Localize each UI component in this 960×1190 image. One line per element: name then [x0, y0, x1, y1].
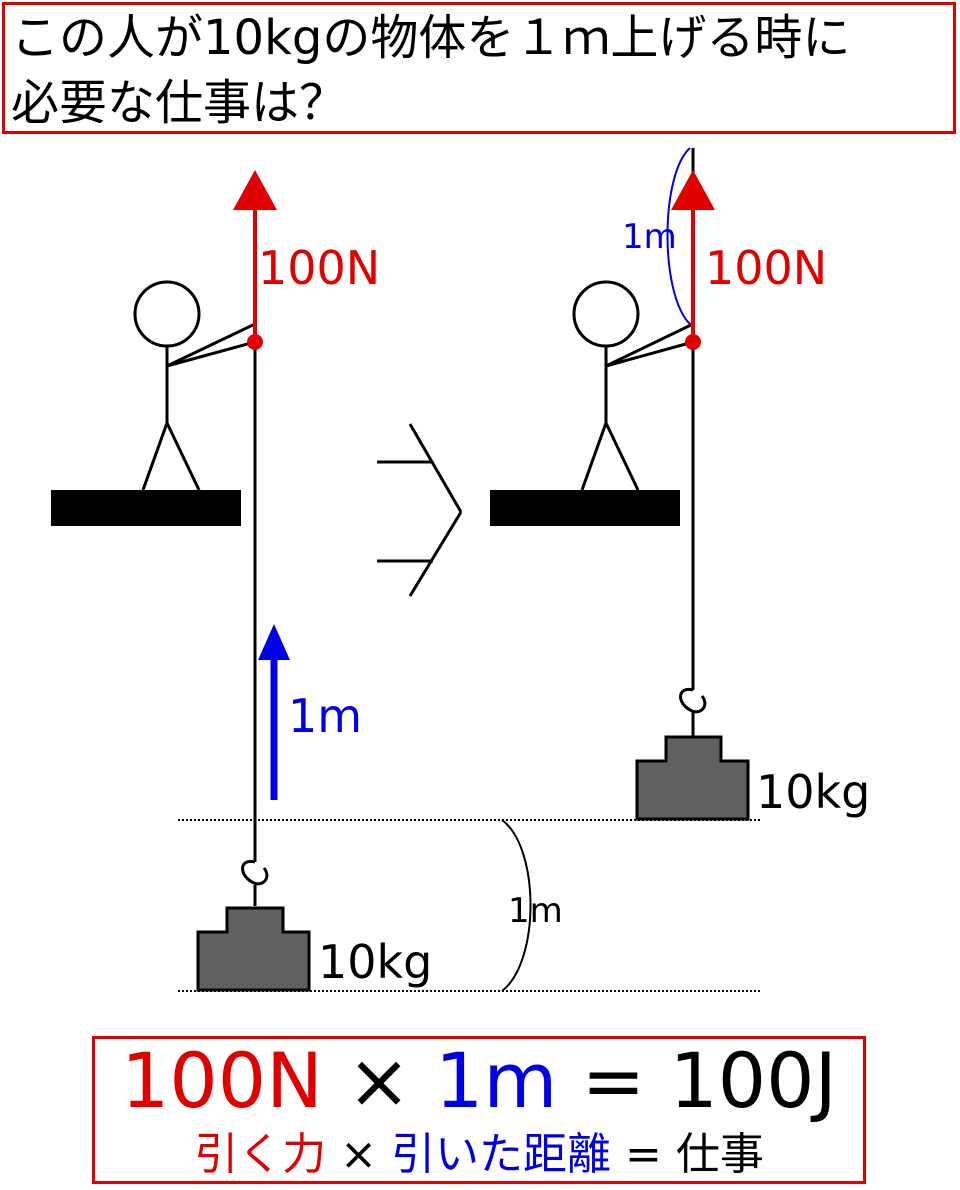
- formula-words: 引く力 × 引いた距離 = 仕事: [95, 1129, 863, 1181]
- height-brace: [501, 819, 532, 992]
- title-line-1: この人が10kgの物体を１ｍ上げる時に: [11, 10, 851, 66]
- formula-times: ×: [347, 1036, 411, 1125]
- hook-after: [679, 687, 707, 714]
- formula-work: 100J: [669, 1036, 837, 1125]
- height-label: 1m: [508, 891, 563, 931]
- force-label-after: 100N: [705, 241, 827, 295]
- rope-distance-brace: [666, 147, 691, 325]
- force-arrow-before: [233, 170, 277, 350]
- transition-arrow: [377, 423, 463, 597]
- person-before: [133, 280, 256, 491]
- title-box: この人が10kgの物体を１ｍ上げる時に 必要な仕事は？: [2, 2, 956, 134]
- formula-force: 100N: [121, 1036, 323, 1125]
- weight-after: [635, 735, 750, 821]
- weight-label-before: 10kg: [318, 935, 432, 989]
- lift-distance-label: 1m: [288, 689, 362, 743]
- words-distance: 引いた距離: [391, 1129, 611, 1180]
- force-arrow-after: [671, 170, 715, 350]
- words-times: ×: [340, 1129, 377, 1180]
- force-label-before: 100N: [258, 241, 380, 295]
- lift-arrow: [258, 624, 290, 800]
- formula-distance: 1m: [435, 1036, 558, 1125]
- words-work: 仕事: [675, 1129, 764, 1180]
- person-after: [572, 280, 694, 491]
- words-force: 引く力: [194, 1129, 327, 1180]
- title-line-2: 必要な仕事は？: [11, 75, 348, 131]
- weight-label-after: 10kg: [756, 765, 870, 819]
- scene-before: 100N 1m 10kg: [51, 170, 432, 992]
- formula: 100N × 1m = 100J: [95, 1039, 863, 1123]
- scene-after: 1m 100N 10kg: [490, 147, 870, 821]
- weight-before: [196, 906, 311, 992]
- formula-box: 100N × 1m = 100J 引く力 × 引いた距離 = 仕事: [92, 1036, 866, 1184]
- platform-before: [51, 490, 241, 526]
- rope-distance-label: 1m: [622, 217, 677, 257]
- physics-diagram: 100N 1m 10kg 1m: [51, 147, 870, 992]
- formula-equals: =: [581, 1036, 646, 1125]
- words-equals: =: [625, 1129, 662, 1180]
- platform-after: [490, 490, 680, 526]
- hook-before: [241, 859, 269, 886]
